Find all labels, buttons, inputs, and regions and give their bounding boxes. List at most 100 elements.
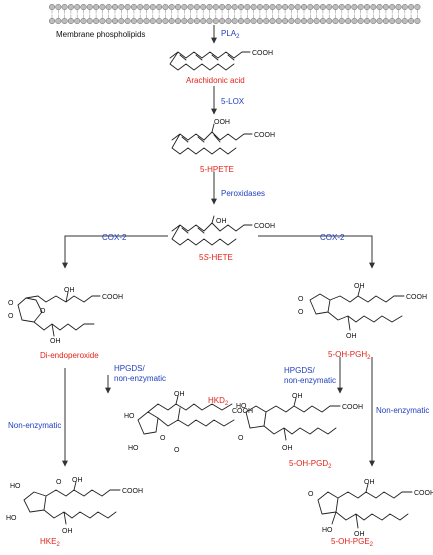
lipid-head — [168, 3, 175, 11]
atom-ho: HO — [124, 413, 135, 420]
atom-o: O — [8, 300, 14, 307]
lipid-head — [137, 3, 144, 11]
atom-cooh: COOH — [252, 50, 273, 57]
enzyme-label-nonenzymatic-right-2: non-enzymatic — [284, 376, 336, 385]
lipid-head — [382, 3, 389, 11]
lipid-head — [363, 3, 371, 11]
lipid-head — [193, 3, 200, 11]
lipid-head — [307, 3, 314, 11]
lipid-head — [168, 17, 175, 25]
atom-oh: OH — [64, 287, 75, 294]
lipid-head — [118, 17, 125, 25]
lipid-head — [162, 3, 169, 11]
atom-o: O — [56, 479, 62, 486]
compound-label-5-oh-pge2: 5-OH-PGE2 — [331, 537, 374, 548]
structure-5-oh-pgh2: O O OH COOH OH — [298, 283, 427, 340]
lipid-head — [237, 17, 245, 25]
lipid-head — [408, 3, 415, 11]
lipid-head — [389, 17, 396, 25]
lipid-head — [345, 17, 352, 25]
atom-oh: OH — [216, 218, 227, 225]
atom-ho: HO — [322, 527, 333, 534]
lipid-head — [338, 17, 345, 25]
lipid-head — [143, 3, 150, 11]
lipid-head — [61, 3, 68, 11]
compound-label-di-endoperoxide: Di-endoperoxide — [40, 351, 99, 360]
enzyme-label-5lox: 5-LOX — [221, 97, 245, 106]
lipid-head — [376, 17, 383, 25]
lipid-head — [282, 17, 289, 25]
lipid-head — [48, 3, 56, 11]
membrane-bilayer-icon — [48, 3, 421, 25]
structure-5-oh-pgd2: HO OH COOH O OH — [236, 393, 363, 452]
lipid-head — [181, 3, 188, 11]
lipid-head — [231, 17, 238, 25]
lipid-head — [124, 3, 131, 11]
atom-o: O — [160, 435, 166, 442]
compound-label-hkd2: HKD2 — [208, 396, 229, 407]
structure-5-hpete: OOH COOH — [171, 119, 275, 155]
lipid-head — [156, 17, 163, 25]
lipid-head — [231, 3, 238, 11]
atom-o: O — [298, 309, 304, 316]
lipid-head — [294, 3, 301, 11]
lipid-head — [111, 17, 119, 25]
lipid-head — [319, 3, 326, 11]
lipid-head — [363, 17, 371, 25]
lipid-head — [414, 17, 421, 25]
lipid-head — [118, 3, 125, 11]
membrane-label: Membrane phospholipids — [56, 30, 145, 39]
structure-5-oh-pge2: O OH COOH HO OH — [308, 479, 433, 538]
atom-o: O — [174, 447, 180, 454]
structure-di-endoperoxide: O O O OH COOH OH — [8, 287, 123, 345]
lipid-head — [105, 17, 112, 25]
lipid-head — [212, 3, 219, 11]
lipid-head — [67, 3, 74, 11]
atom-o: O — [8, 313, 14, 320]
atom-ho: HO — [236, 403, 247, 410]
atom-oh: OH — [72, 477, 83, 484]
lipid-head — [219, 17, 226, 25]
lipid-head — [124, 17, 131, 25]
lipid-head — [389, 3, 396, 11]
lipid-head — [382, 17, 389, 25]
lipid-head — [193, 17, 200, 25]
lipid-head — [86, 3, 93, 11]
lipid-head — [187, 17, 194, 25]
lipid-head — [99, 17, 106, 25]
arrow-cox2-right — [258, 235, 375, 269]
lipid-head — [275, 17, 282, 25]
lipid-head — [99, 3, 106, 11]
lipid-head — [395, 17, 402, 25]
lipid-head — [307, 17, 314, 25]
lipid-head — [206, 17, 213, 25]
lipid-head — [86, 17, 93, 25]
lipid-head — [250, 3, 257, 11]
lipid-head — [294, 17, 301, 25]
lipid-head — [225, 3, 232, 11]
lipid-head — [105, 3, 112, 11]
lipid-head — [319, 17, 326, 25]
lipid-head — [237, 3, 245, 11]
compound-label-5-hpete: 5-HPETE — [200, 165, 234, 174]
lipid-head — [61, 17, 68, 25]
lipid-head — [225, 17, 232, 25]
compound-label-5s-hete: 5S-HETE — [199, 253, 233, 262]
compound-label-hke2: HKE2 — [40, 537, 60, 548]
lipid-head — [345, 3, 352, 11]
lipid-head — [263, 17, 270, 25]
lipid-head — [111, 3, 119, 11]
atom-cooh: COOH — [254, 132, 275, 139]
lipid-head — [401, 3, 408, 11]
lipid-head — [93, 17, 100, 25]
lipid-head — [370, 17, 377, 25]
lipid-head — [181, 17, 188, 25]
lipid-head — [48, 17, 56, 25]
enzyme-label-cox2-left: COX-2 — [102, 233, 127, 242]
lipid-head — [357, 17, 364, 25]
structure-hkd2: HO OH COOH O HO O — [124, 391, 253, 454]
atom-oh: OH — [174, 391, 185, 398]
lipid-head — [313, 3, 320, 11]
atom-oh: OH — [292, 393, 303, 400]
